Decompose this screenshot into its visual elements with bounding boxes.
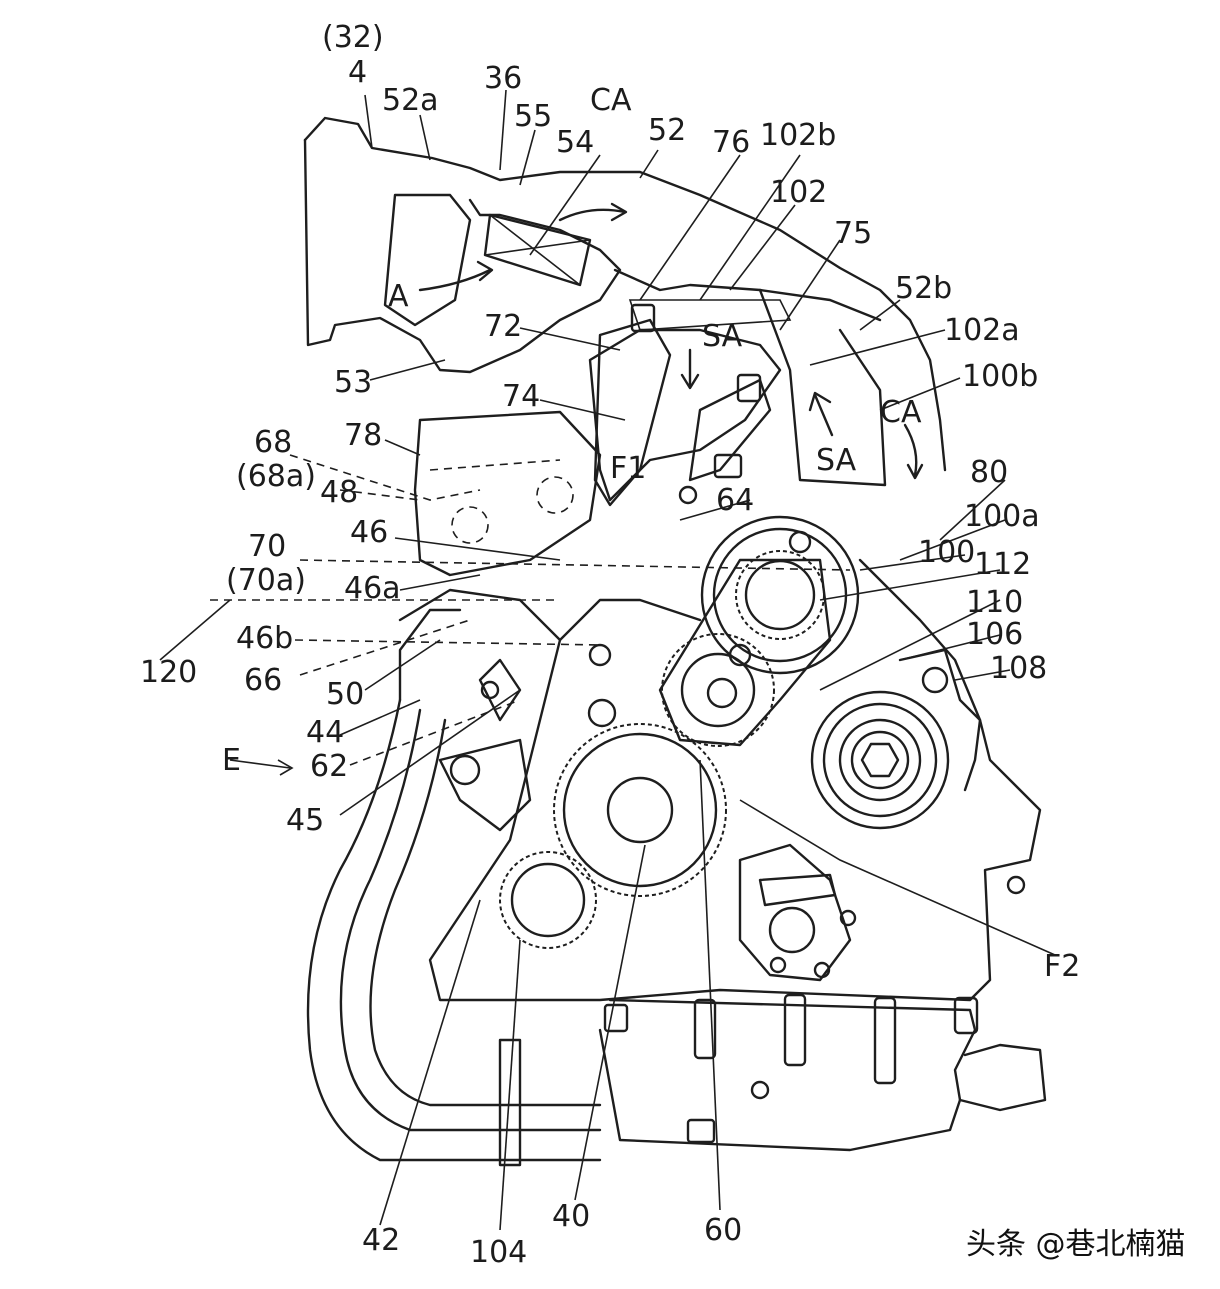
label-4: 4 [348, 55, 367, 90]
label-55: 55 [514, 99, 552, 134]
label-46a: 46a [344, 571, 401, 606]
label-102b: 102b [760, 118, 836, 153]
label-68: 68 [254, 425, 292, 460]
label-68a: (68a) [236, 459, 316, 494]
label-62: 62 [310, 749, 348, 784]
label-32: (32) [322, 20, 384, 55]
label-36: 36 [484, 61, 522, 96]
oil-pan [598, 993, 1047, 1152]
label-78: 78 [344, 418, 382, 453]
label-74: 74 [502, 379, 540, 414]
label-70a: (70a) [226, 563, 306, 598]
tensioner-pulley [810, 648, 982, 830]
label-45: 45 [286, 803, 324, 838]
label-50: 50 [326, 677, 364, 712]
leader-lines [159, 89, 1056, 1231]
label-75: 75 [834, 216, 872, 251]
label-112: 112 [974, 547, 1031, 582]
label-40: 40 [552, 1199, 590, 1234]
belt-drive [658, 515, 860, 747]
engine-case [398, 558, 1042, 1002]
label-72: 72 [484, 309, 522, 344]
label-42: 42 [362, 1223, 400, 1258]
label-52a: 52a [382, 83, 439, 118]
label-102a: 102a [944, 313, 1020, 348]
label-80: 80 [970, 455, 1008, 490]
label-100: 100 [918, 535, 975, 570]
label-100a: 100a [964, 499, 1040, 534]
label-44: 44 [306, 715, 344, 750]
label-46b: 46b [236, 621, 293, 656]
cylinder-head [413, 410, 602, 577]
label-60: 60 [704, 1213, 742, 1248]
label-sa-lower: SA [816, 443, 857, 478]
label-f2: F2 [1044, 949, 1080, 984]
label-70: 70 [248, 529, 286, 564]
gear-train [499, 643, 727, 949]
label-53: 53 [334, 365, 372, 400]
water-pump [738, 843, 857, 982]
label-52: 52 [648, 113, 686, 148]
label-54: 54 [556, 125, 594, 160]
label-f1: F1 [610, 451, 646, 486]
callout-labels: (32) 4 52a 36 55 CA 54 52 76 102b 102 75… [140, 20, 1080, 1270]
label-106: 106 [966, 617, 1023, 652]
label-104: 104 [470, 1235, 527, 1270]
label-64: 64 [716, 483, 754, 518]
label-110: 110 [966, 585, 1023, 620]
label-102: 102 [770, 175, 827, 210]
label-120: 120 [140, 655, 197, 690]
label-48: 48 [320, 475, 358, 510]
watermark: 头条 @巷北楠猫 [966, 1227, 1186, 1262]
label-108: 108 [990, 651, 1047, 686]
label-52b: 52b [895, 271, 952, 306]
label-100b: 100b [962, 359, 1038, 394]
label-ca-top: CA [590, 83, 632, 118]
label-46: 46 [350, 515, 388, 550]
label-ca-right: CA [880, 395, 922, 430]
label-76: 76 [712, 125, 750, 160]
label-e: E [222, 743, 241, 778]
label-66: 66 [244, 663, 282, 698]
label-a: A [388, 279, 409, 314]
throttle-body [593, 303, 772, 507]
flow-arrows [418, 202, 924, 480]
label-sa-upper: SA [702, 319, 743, 354]
